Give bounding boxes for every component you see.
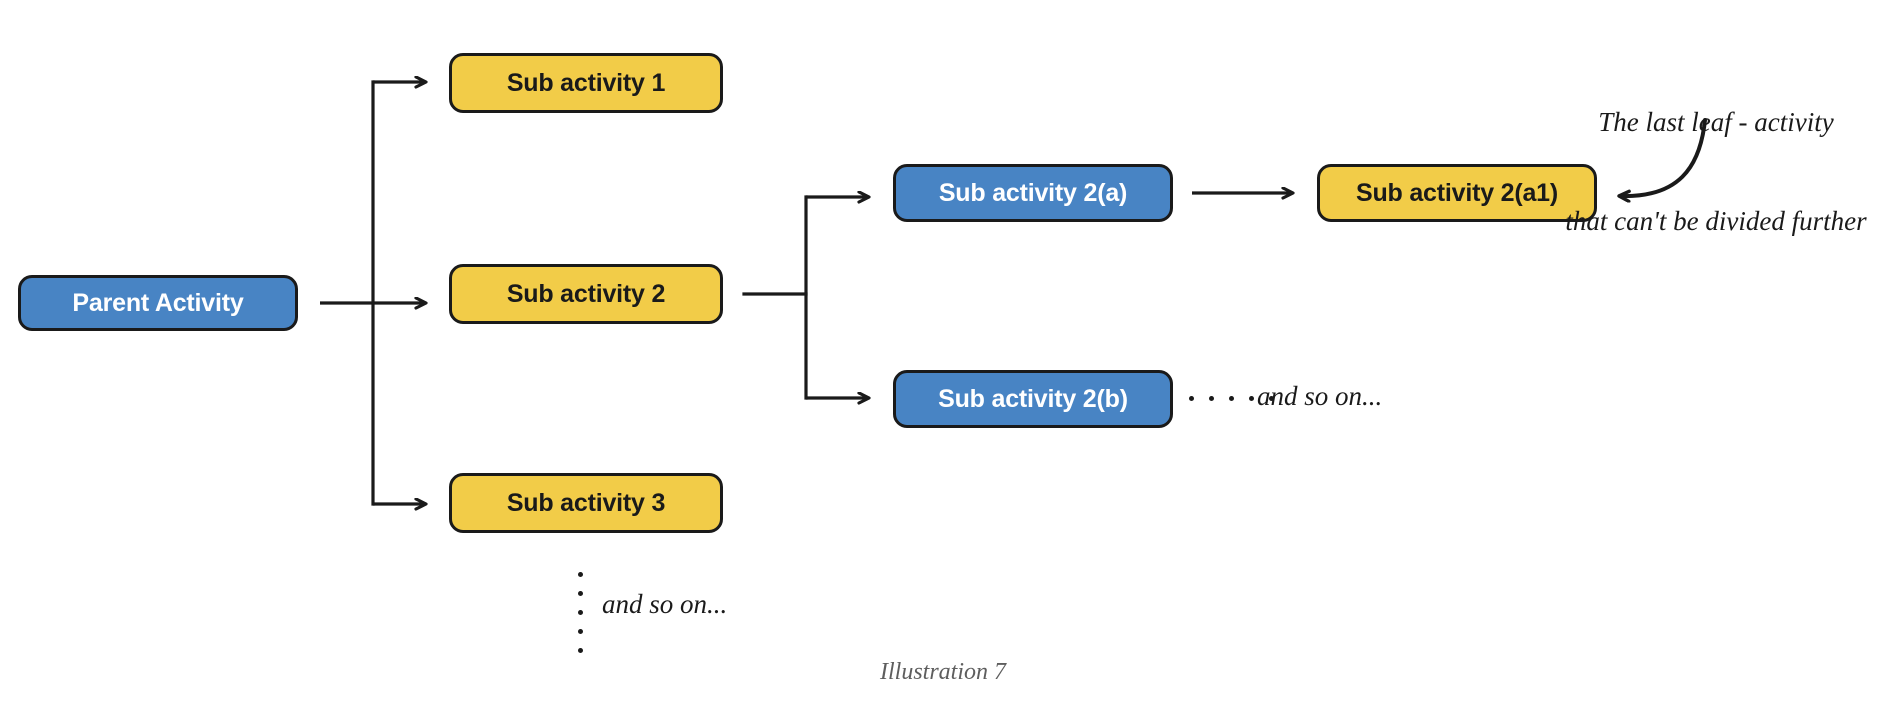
- node-label: Sub activity 3: [506, 488, 666, 517]
- node-sub-activity-3[interactable]: Sub activity 3: [449, 473, 723, 533]
- ellipsis-dot: [578, 610, 583, 615]
- ellipsis-dot: [578, 572, 583, 577]
- annotation-line-2: that can't be divided further: [1565, 205, 1867, 236]
- ellipsis-dot: [1189, 396, 1194, 401]
- node-label: Sub activity 2(b): [938, 384, 1128, 413]
- node-label: Sub activity 1: [506, 68, 666, 97]
- node-sub-activity-1[interactable]: Sub activity 1: [449, 53, 723, 113]
- ellipsis-dot: [1269, 396, 1274, 401]
- vertical-ellipsis-dots: [578, 572, 583, 653]
- node-parent-activity[interactable]: Parent Activity: [18, 275, 298, 331]
- node-label: Sub activity 2(a): [938, 178, 1128, 207]
- figure-caption: Illustration 7: [880, 659, 1007, 685]
- node-label: Parent Activity: [72, 288, 244, 317]
- ellipsis-dot: [1249, 396, 1254, 401]
- ellipsis-dot: [578, 591, 583, 596]
- ellipsis-dot: [1209, 396, 1214, 401]
- ellipsis-dot: [578, 629, 583, 634]
- horizontal-ellipsis-dots: [1189, 396, 1274, 401]
- annotation-line-1: The last leaf - activity: [1598, 106, 1834, 137]
- node-label: Sub activity 2: [506, 279, 666, 308]
- callout-curved-arrow: [1620, 118, 1707, 196]
- node-sub-activity-2b[interactable]: Sub activity 2(b): [893, 370, 1173, 428]
- ellipsis-dot: [578, 648, 583, 653]
- annotation-and-so-on-right: and so on...: [1257, 381, 1383, 411]
- node-sub-activity-2[interactable]: Sub activity 2: [449, 264, 723, 324]
- annotation-and-so-on-bottom: and so on...: [602, 589, 728, 619]
- ellipsis-dot: [1229, 396, 1234, 401]
- node-sub-activity-2a[interactable]: Sub activity 2(a): [893, 164, 1173, 222]
- node-sub-activity-2a1[interactable]: Sub activity 2(a1): [1317, 164, 1597, 222]
- annotation-last-leaf: The last leaf - activity that can't be d…: [1551, 40, 1881, 304]
- node-label: Sub activity 2(a1): [1355, 178, 1559, 207]
